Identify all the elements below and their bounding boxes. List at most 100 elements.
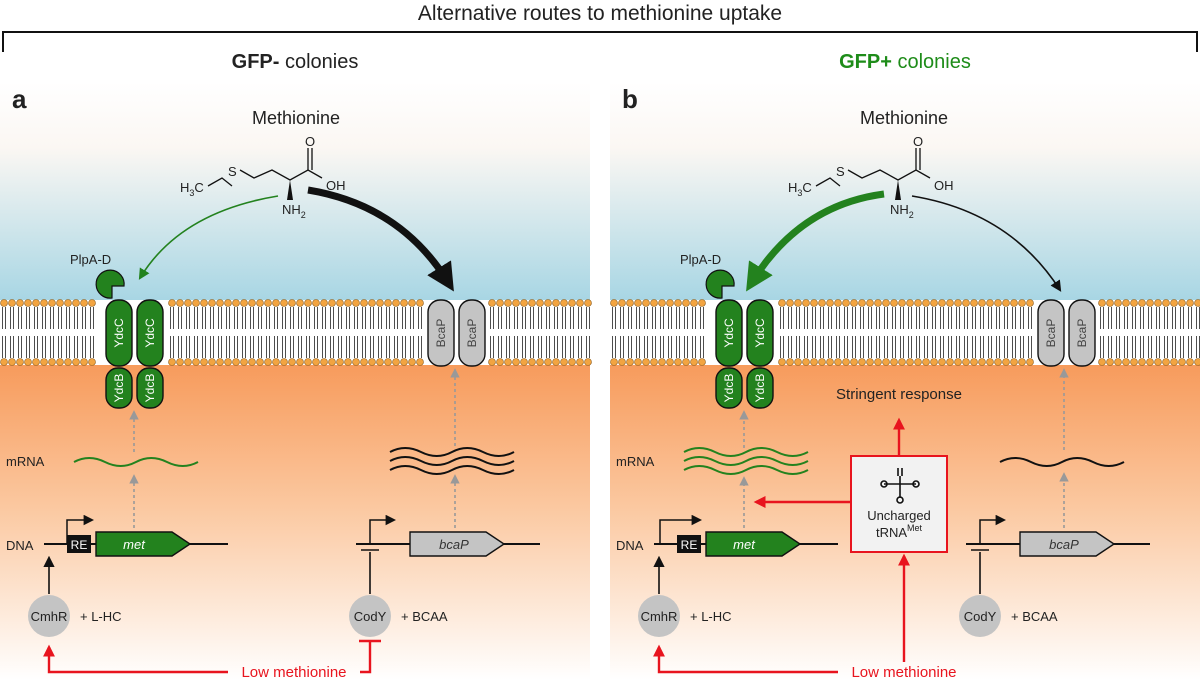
lipid-tail — [346, 307, 350, 329]
bcap-mrna-b — [999, 457, 1125, 467]
lipid-tail — [506, 307, 510, 329]
methionine-label-b: Methionine — [860, 108, 948, 128]
lipid-head — [8, 299, 16, 307]
lipid-head — [826, 358, 834, 366]
lipid-head — [610, 299, 618, 307]
lipid-tail — [1004, 336, 1008, 358]
lipid-head — [568, 358, 576, 366]
lipid-head — [296, 358, 304, 366]
lipid-tail — [804, 336, 808, 358]
lipid-head — [256, 299, 264, 307]
lipid-head — [400, 358, 408, 366]
lipid-head — [938, 299, 946, 307]
plpa-icon — [95, 269, 125, 299]
lipid-tail — [852, 307, 856, 329]
lipid-head — [416, 299, 424, 307]
lipid-tail — [956, 307, 960, 329]
lipid-head — [1114, 299, 1122, 307]
lipid-tail — [402, 307, 406, 329]
lipid-tail — [676, 307, 680, 329]
lipid-head — [666, 358, 674, 366]
lipid-head — [384, 358, 392, 366]
svg-text:+ L-HC: + L-HC — [80, 609, 122, 624]
lipid-head — [610, 358, 618, 366]
svg-text:Uncharged: Uncharged — [867, 508, 931, 523]
lipid-tail — [186, 307, 190, 329]
lipid-tail — [314, 307, 318, 329]
lipid-head — [280, 299, 288, 307]
lipid-tail — [884, 307, 888, 329]
lipid-head — [344, 299, 352, 307]
lipid-tail — [202, 336, 206, 358]
lipid-head — [674, 299, 682, 307]
lipid-tail — [836, 336, 840, 358]
lipid-head — [368, 299, 376, 307]
lipid-tail — [66, 307, 70, 329]
methionine-structure — [207, 148, 323, 200]
svg-text:YdcB: YdcB — [112, 374, 126, 403]
lipid-tail — [258, 307, 262, 329]
lipid-tail — [82, 307, 86, 329]
cmhr-protein — [28, 595, 70, 637]
lipid-tail — [74, 307, 78, 329]
lipid-head — [1162, 299, 1170, 307]
lipid-tail — [234, 307, 238, 329]
lipid-head — [922, 299, 930, 307]
lipid-head — [1130, 358, 1138, 366]
lipid-head — [248, 358, 256, 366]
plpa-label-b: PlpA-D — [680, 252, 721, 267]
svg-text:YdcC: YdcC — [112, 318, 126, 348]
lipid-tail — [980, 307, 984, 329]
lipid-head — [88, 299, 96, 307]
lipid-tail — [892, 307, 896, 329]
lipid-tail — [924, 336, 928, 358]
lipid-head — [568, 299, 576, 307]
lipid-head — [1178, 358, 1186, 366]
lipid-head — [626, 358, 634, 366]
lipid-head — [682, 358, 690, 366]
lipid-head — [978, 299, 986, 307]
svg-text:YdcB: YdcB — [722, 374, 736, 403]
lipid-head — [906, 299, 914, 307]
lipid-tail — [1196, 307, 1200, 329]
lipid-head — [634, 358, 642, 366]
lipid-tail — [1156, 307, 1160, 329]
svg-text:met: met — [123, 537, 146, 552]
lipid-head — [64, 358, 72, 366]
title-bracket — [2, 31, 1198, 52]
lipid-tail — [234, 336, 238, 358]
lipid-tail — [844, 336, 848, 358]
lipid-head — [1114, 358, 1122, 366]
lipid-tail — [900, 307, 904, 329]
lipid-tail — [34, 336, 38, 358]
lipid-head — [994, 358, 1002, 366]
lipid-head — [552, 358, 560, 366]
lipid-tail — [90, 307, 94, 329]
svg-text:YdcC: YdcC — [143, 318, 157, 348]
lipid-tail — [1108, 336, 1112, 358]
lipid-tail — [338, 336, 342, 358]
lipid-tail — [586, 307, 590, 329]
low-methionine-label: Low methionine — [241, 664, 346, 680]
lipid-tail — [42, 307, 46, 329]
lipid-head — [674, 358, 682, 366]
lipid-head — [874, 358, 882, 366]
ydcb-atpase: YdcB YdcB — [105, 367, 164, 409]
lipid-head — [1106, 299, 1114, 307]
lipid-head — [288, 358, 296, 366]
lipid-tail — [932, 307, 936, 329]
lipid-head — [978, 358, 986, 366]
lipid-head — [496, 299, 504, 307]
lipid-tail — [956, 336, 960, 358]
lipid-tail — [290, 307, 294, 329]
lipid-tail — [668, 307, 672, 329]
lipid-head — [954, 358, 962, 366]
lipid-tail — [644, 336, 648, 358]
lipid-tail — [884, 336, 888, 358]
lipid-head — [642, 358, 650, 366]
lipid-head — [80, 299, 88, 307]
lipid-tail — [940, 307, 944, 329]
lipid-head — [882, 299, 890, 307]
low-met-inhibits-cody — [359, 639, 381, 674]
svg-text:CmhR: CmhR — [641, 609, 678, 624]
